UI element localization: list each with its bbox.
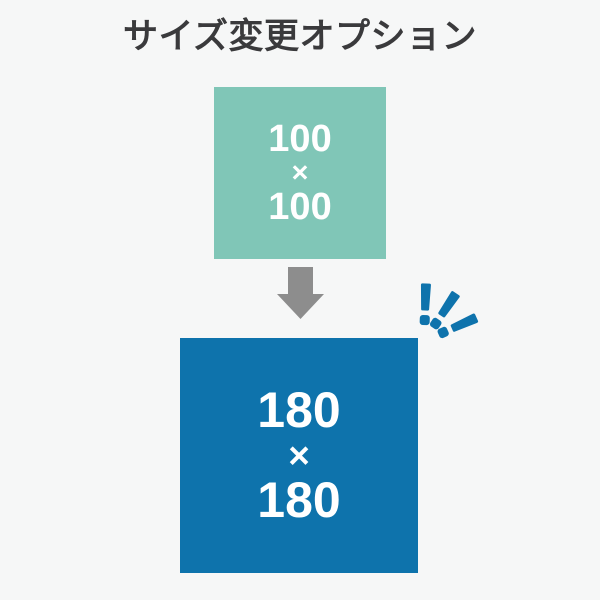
- resized-size-label: 180 × 180: [257, 382, 341, 528]
- original-height-value: 100: [268, 185, 332, 228]
- down-arrow-icon: [277, 267, 324, 319]
- resized-height-value: 180: [257, 472, 341, 528]
- resized-size-square: 180 × 180: [180, 338, 418, 573]
- original-size-square: 100 × 100: [214, 87, 386, 259]
- emphasis-marks-icon: [419, 283, 479, 339]
- page-title: サイズ変更オプション: [123, 17, 477, 56]
- resized-width-value: 180: [257, 382, 341, 438]
- multiply-sign: ×: [288, 435, 310, 476]
- multiply-sign: ×: [291, 156, 309, 189]
- original-width-value: 100: [268, 117, 332, 160]
- original-size-label: 100 × 100: [268, 117, 332, 228]
